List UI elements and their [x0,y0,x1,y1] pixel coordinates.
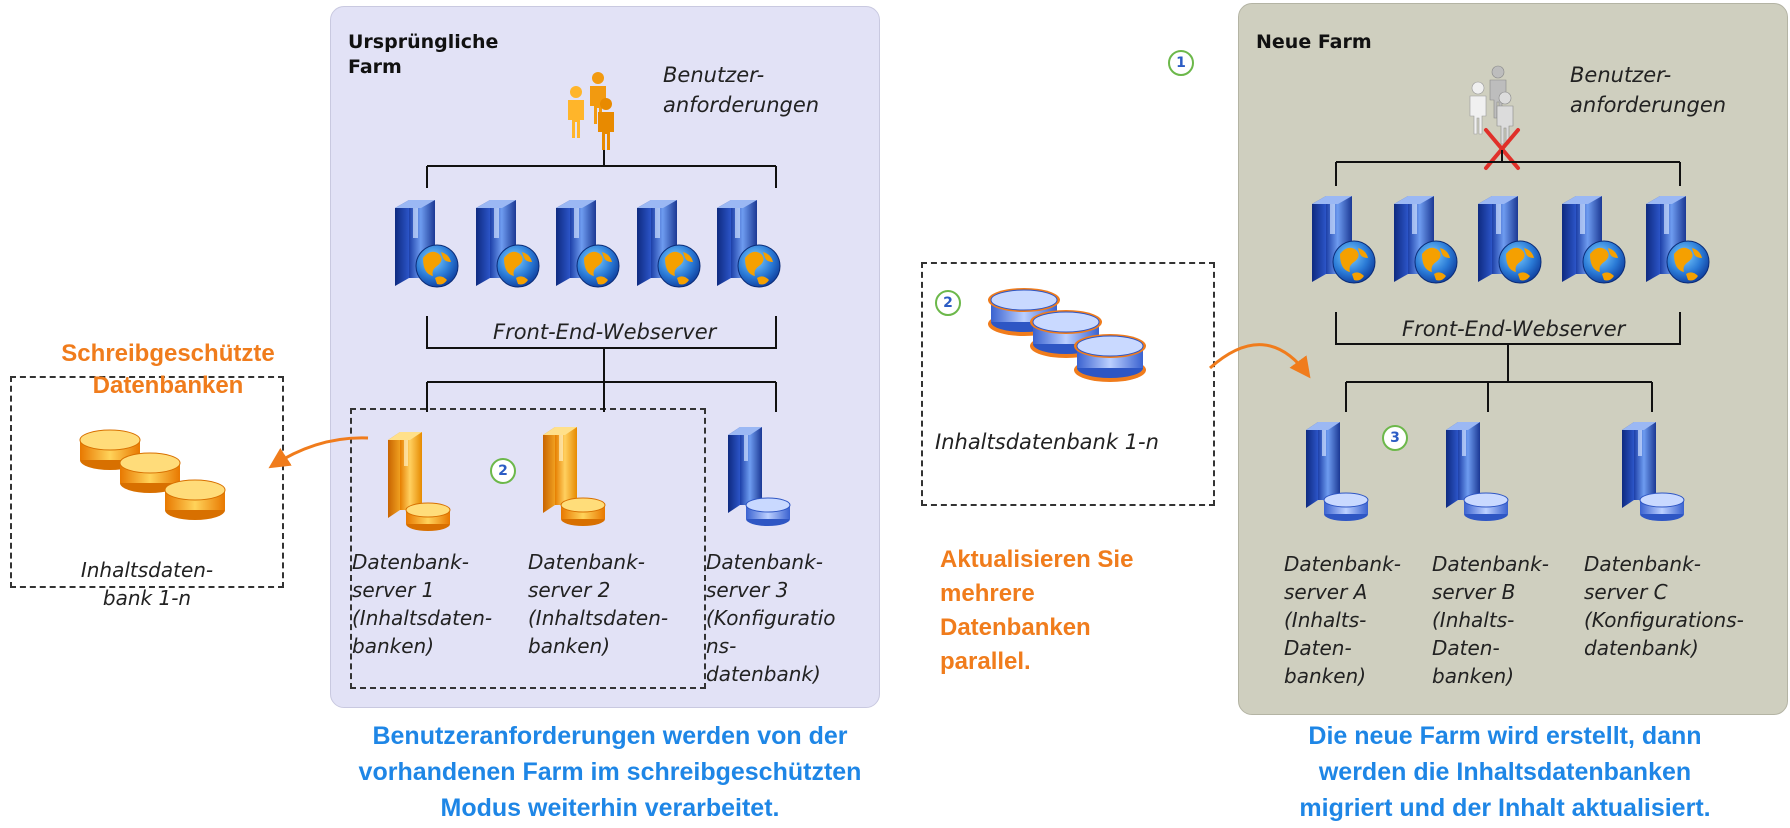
right-requests-label: Benutzer- anforderungen [1570,63,1727,117]
right-db-server-b-label: Datenbank- server B (Inhalts- Daten- ban… [1432,552,1549,688]
readonly-db-box [10,376,284,588]
left-step-badge: 2 [490,458,516,484]
readonly-db-label: Inhaltsdaten- bank 1-n [80,558,214,610]
left-db-server-2-label: Datenbank- server 2 (Inhaltsdaten- banke… [528,550,669,658]
right-web-server-icons [1311,195,1710,284]
upgrade-db-box [921,262,1215,506]
readonly-database-stack-icon [79,429,226,521]
left-web-server-icons [394,199,781,288]
db-servers-1-2-box [350,408,706,689]
left-arrow [268,436,369,469]
right-caption: Die neue Farm wird erstellt, dann werden… [1299,722,1711,822]
right-frontend-connectors [1335,150,1681,412]
left-requests-label: Benutzer- anforderungen [663,63,820,117]
right-frontend-label: Front-End-Webserver [1402,317,1626,341]
step-badge-1: 1 [1168,50,1194,76]
readonly-heading: Schreibgeschützte Datenbanken [61,340,275,399]
right-step-badge: 3 [1382,425,1408,451]
left-db-server-3-label: Datenbank- server 3 (Konfiguratio ns- da… [706,550,836,686]
left-frontend-label: Front-End-Webserver [493,320,717,344]
upgrade-database-stack-icon [987,287,1147,383]
left-db-server-1-label: Datenbank- server 1 (Inhaltsdaten- banke… [352,550,493,658]
middle-heading: Aktualisieren Sie mehrere Datenbanken pa… [940,546,1134,675]
left-db-server-icons [387,426,791,532]
right-farm-title: Neue Farm [1256,31,1372,53]
right-db-server-c-label: Datenbank- server C (Konfigurations- dat… [1584,552,1744,660]
left-frontend-connectors [426,150,777,412]
right-user-group-icon [1469,65,1514,145]
left-user-group-icon [568,72,614,150]
right-db-server-icons [1305,421,1685,522]
right-db-server-a-label: Datenbank- server A (Inhalts- Daten- ban… [1284,552,1401,688]
middle-db-label: Inhaltsdatenbank 1-n [935,430,1159,454]
left-farm-title: Ursprüngliche Farm [348,31,499,78]
right-arrow [1209,343,1311,379]
left-caption: Benutzeranforderungen werden von der vor… [358,722,862,822]
middle-step-badge: 2 [935,290,961,316]
